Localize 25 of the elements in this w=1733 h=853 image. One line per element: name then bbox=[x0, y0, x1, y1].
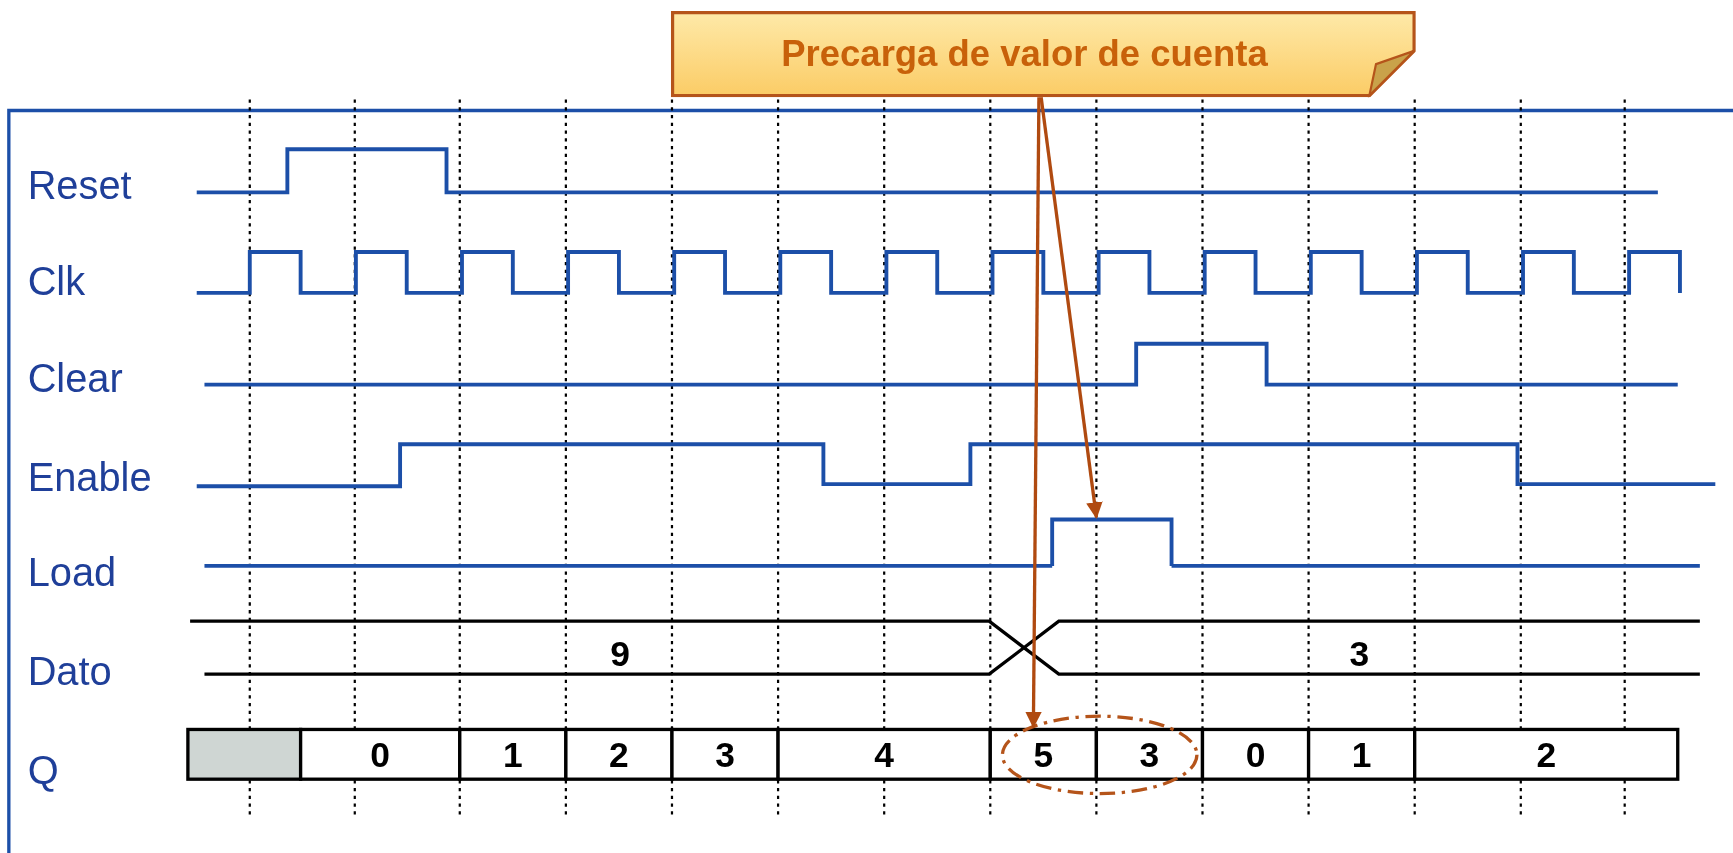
bus-value: 9 bbox=[610, 636, 630, 672]
register-value: 1 bbox=[503, 737, 523, 773]
bus-value: 3 bbox=[1349, 636, 1370, 672]
leader-arrow bbox=[1025, 97, 1042, 729]
callout-box bbox=[670, 11, 1416, 98]
register-value: 2 bbox=[609, 737, 629, 773]
signal-name: Clear bbox=[27, 359, 123, 399]
register-value: 5 bbox=[1033, 737, 1054, 773]
signal-name: Load bbox=[27, 552, 117, 593]
register-value: 1 bbox=[1351, 737, 1372, 773]
register-value: 2 bbox=[1536, 737, 1557, 773]
load-pulse bbox=[1050, 517, 1174, 566]
register-value: 0 bbox=[1245, 737, 1266, 773]
register-value: 3 bbox=[715, 737, 735, 773]
signal-name: Reset bbox=[27, 165, 132, 206]
highlight-ellipse bbox=[1000, 714, 1199, 796]
callout-text: Precarga de valor de cuenta bbox=[780, 32, 1269, 77]
signal-name: Enable bbox=[27, 457, 152, 498]
leader-arrow bbox=[1039, 97, 1103, 519]
signal-name: Q bbox=[27, 750, 59, 791]
register-value: 4 bbox=[874, 737, 894, 773]
register-value: 3 bbox=[1139, 737, 1160, 773]
signal-name: Dato bbox=[27, 652, 112, 692]
signal-name: Clk bbox=[27, 261, 86, 302]
register-value: 0 bbox=[370, 737, 391, 773]
